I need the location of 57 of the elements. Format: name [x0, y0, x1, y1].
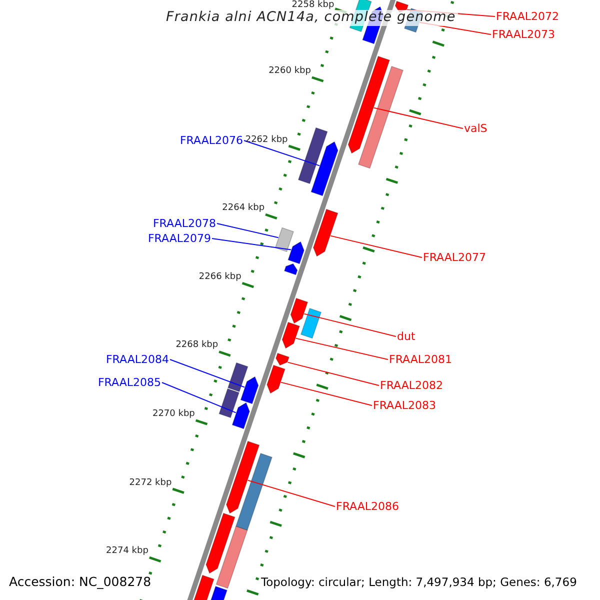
gene-label: FRAAL2082: [380, 380, 444, 391]
title: Frankia alni ACN14a, complete genome: [164, 10, 458, 26]
leader-line: [216, 223, 279, 238]
gene-bar: [282, 322, 300, 349]
gene-bar: [348, 56, 390, 154]
gene-label: FRAAL2073: [492, 29, 556, 40]
genome-summary: Topology: circular; Length: 7,497,934 bp; Genes: 6,769: [261, 577, 577, 588]
gene-label: FRAAL2079: [148, 233, 211, 244]
leader-line: [170, 359, 245, 388]
gene-bar: [276, 352, 290, 366]
gene-bar: [300, 308, 322, 339]
scale-label: 2266 kbp: [198, 272, 242, 282]
leader-line: [247, 480, 336, 507]
accession-note: Accession: NC_008278: [9, 576, 152, 588]
scale-label: 2270 kbp: [152, 410, 195, 419]
leader-line: [330, 235, 422, 258]
scale-label: 2268 kbp: [176, 341, 218, 350]
gene-label: FRAAL2078: [152, 218, 216, 229]
leader-line: [212, 238, 292, 250]
leader-line: [162, 382, 236, 414]
scale-label: 2262 kbp: [245, 136, 288, 145]
gene-bar: [240, 376, 259, 404]
leader-line: [244, 140, 320, 166]
scale-label: 2274 kbp: [106, 547, 148, 556]
gene-label: FRAAL2072: [496, 11, 560, 22]
gene-label: dut: [397, 331, 416, 342]
leader-line: [304, 313, 396, 337]
leader-line: [287, 362, 380, 386]
scale-label: 2260 kbp: [268, 67, 311, 76]
gene-label: FRAAL2085: [98, 377, 161, 388]
gene-label: FRAAL2083: [373, 400, 436, 411]
leader-line: [373, 107, 464, 129]
leader-line: [295, 338, 388, 360]
gene-bar: [358, 66, 404, 169]
gene-bar: [226, 440, 260, 514]
gene-bar: [235, 452, 273, 531]
gene-bar: [227, 362, 248, 392]
gene-bar: [290, 298, 308, 324]
gene-label: FRAAL2081: [389, 354, 452, 365]
gene-bar: [310, 141, 338, 196]
gene-bar: [206, 512, 236, 574]
gene-bar: [298, 127, 328, 184]
scale-label: 2272 kbp: [129, 478, 172, 488]
gene-bar: [274, 227, 294, 252]
gene-label: FRAAL2076: [180, 135, 243, 146]
gene-label: valS: [464, 123, 488, 134]
gene-label: FRAAL2077: [423, 252, 486, 263]
gene-bar: [218, 388, 240, 418]
gene-label: FRAAL2086: [336, 501, 400, 512]
gene-bar: [284, 263, 298, 276]
gene-bar: [216, 526, 248, 589]
scale-label: 2264 kbp: [222, 204, 265, 214]
gene-bar: [312, 208, 338, 257]
gene-bar: [232, 402, 250, 430]
scale-label: 2258 kbp: [292, 1, 334, 10]
gene-label: FRAAL2084: [106, 354, 169, 365]
leader-line: [280, 382, 372, 406]
